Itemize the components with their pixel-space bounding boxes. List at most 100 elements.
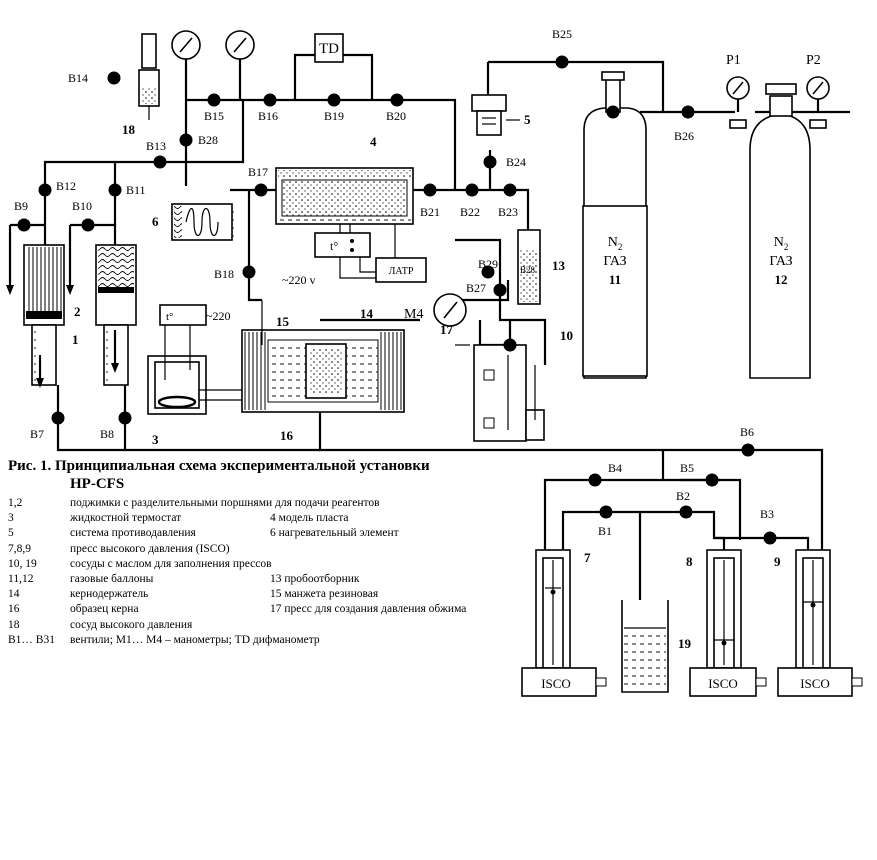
label-n6: 6 (152, 214, 159, 229)
legend-text: поджимки с разделительными поршнями для … (70, 497, 380, 509)
valve-b14[interactable] (107, 71, 121, 85)
label-b2: B2 (676, 489, 690, 503)
gauge-left (171, 30, 201, 100)
label-b13: B13 (146, 139, 166, 153)
label-b5: B5 (680, 461, 694, 475)
label-b23: B23 (498, 205, 518, 219)
gauge-labels: P1 P2 M4 (404, 53, 821, 322)
valve-b5[interactable] (705, 473, 719, 487)
label-b29: B29 (478, 257, 498, 271)
legend-text-secondary: 6 нагревательный элемент (270, 527, 399, 540)
legend-text: кернодержатель (70, 588, 149, 601)
valve-b10[interactable] (81, 218, 95, 232)
label-n7: 7 (584, 550, 591, 565)
valve-b4[interactable] (588, 473, 602, 487)
legend-text: система противодавления (70, 527, 196, 540)
label-m4: M4 (404, 307, 423, 322)
label-b26: B26 (674, 129, 694, 143)
valve-b27[interactable] (493, 283, 507, 297)
cylinder-12-gas: ГАЗ (769, 254, 792, 269)
valve-b17[interactable] (254, 183, 268, 197)
label-b24: B24 (506, 155, 526, 169)
valve-b1[interactable] (599, 505, 613, 519)
gas-cylinder-12: N2 ГАЗ 12 (749, 83, 811, 379)
label-n1: 1 (72, 332, 79, 347)
high-pressure-vessel-18 (138, 33, 160, 120)
label-b4: B4 (608, 461, 622, 475)
legend-text-secondary: 17 пресс для создания давления обжима (270, 603, 467, 616)
sampler: B28 (517, 229, 541, 305)
label-b7: B7 (30, 427, 44, 441)
gauge-p1 (726, 76, 750, 129)
differential-manometer: TD (314, 33, 344, 63)
valve-b11[interactable] (108, 183, 122, 197)
td-label: TD (319, 41, 339, 57)
legend-text: сосуд высокого давления (70, 618, 193, 631)
label-n8: 8 (686, 554, 693, 569)
legend-text: сосуды с маслом для заполнения прессов (70, 557, 272, 570)
heating-element (171, 203, 234, 241)
label-n17: 17 (440, 322, 454, 337)
label-n13: 13 (552, 258, 566, 273)
label-p1: P1 (726, 53, 741, 68)
cylinder-11-gas: ГАЗ (603, 254, 626, 269)
valve-b3[interactable] (763, 531, 777, 545)
label-b16: B16 (258, 109, 278, 123)
accumulator-1 (6, 223, 65, 400)
valve-b13[interactable] (153, 155, 167, 169)
mains-label-2: ~220 (206, 309, 231, 323)
label-b9: B9 (14, 199, 28, 213)
legend-row: 1,2 поджимки с разделительными поршнями д… (8, 496, 528, 511)
label-n14: 14 (360, 306, 374, 321)
label-b10: B10 (72, 199, 92, 213)
valve-cyl11[interactable] (606, 105, 620, 119)
label-n5: 5 (524, 112, 531, 127)
label-b3: B3 (760, 507, 774, 521)
valve-b2[interactable] (679, 505, 693, 519)
label-b28: B28 (198, 133, 218, 147)
valve-b26[interactable] (681, 105, 695, 119)
valve-b8[interactable] (118, 411, 132, 425)
core-holder (241, 300, 405, 413)
valve-b21[interactable] (423, 183, 437, 197)
valve-b20[interactable] (390, 93, 404, 107)
valve-b15[interactable] (207, 93, 221, 107)
valve-b22[interactable] (465, 183, 479, 197)
label-b18: B18 (214, 267, 234, 281)
legend-key: 1,2 (8, 497, 23, 509)
valve-b19[interactable] (327, 93, 341, 107)
valve-b24[interactable] (483, 155, 497, 169)
legend-text-secondary: 15 манжета резиновая (270, 588, 379, 601)
oil-vessel-19 (621, 600, 669, 693)
valve-b18[interactable] (242, 265, 256, 279)
valve-b28[interactable] (179, 133, 193, 147)
valve-b16[interactable] (263, 93, 277, 107)
label-n4: 4 (370, 134, 377, 149)
valve-b31-press[interactable] (503, 338, 517, 352)
confining-press (473, 344, 545, 442)
valve-b9[interactable] (17, 218, 31, 232)
valve-b7[interactable] (51, 411, 65, 425)
autotransformer: ЛАТР (339, 257, 427, 283)
legend-text: газовые баллоны (70, 573, 154, 586)
valve-b25[interactable] (555, 55, 569, 69)
valve-b12[interactable] (38, 183, 52, 197)
legend-key: 5 (8, 527, 14, 540)
mains-label-1: ~220 v (282, 273, 316, 287)
cylinder-12-num: 12 (775, 272, 788, 287)
svg-text:N2: N2 (608, 235, 623, 252)
label-b21: B21 (420, 205, 440, 219)
label-b17: B17 (248, 165, 268, 179)
label-b20: B20 (386, 109, 406, 123)
valve-b23[interactable] (503, 183, 517, 197)
isco-9-label: ISCO (800, 676, 830, 691)
legend-text-secondary: 13 пробоотборник (270, 573, 360, 586)
legend-key: 10, 19 (8, 557, 37, 570)
figure-caption: Рис. 1. Принципиальная схема эксперимент… (8, 458, 528, 648)
valve-b6[interactable] (741, 443, 755, 457)
legend-text: вентили; M1… M4 – манометры; TD дифманом… (70, 633, 320, 646)
label-b6: B6 (740, 425, 754, 439)
